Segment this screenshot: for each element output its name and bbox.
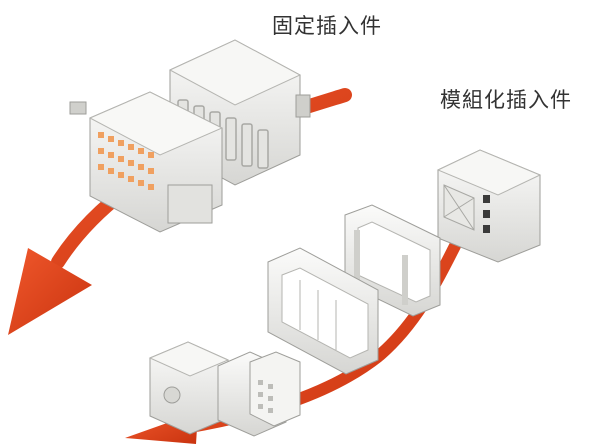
fixed-insert-female (69, 91, 224, 233)
fixed-insert-label: 固定插入件 (272, 14, 382, 38)
modular-insert-label: 模組化插入件 (440, 88, 572, 112)
modular-modules-bottom (148, 341, 301, 437)
upper-arrow-head (8, 248, 92, 335)
modular-frame-lower (267, 247, 379, 375)
